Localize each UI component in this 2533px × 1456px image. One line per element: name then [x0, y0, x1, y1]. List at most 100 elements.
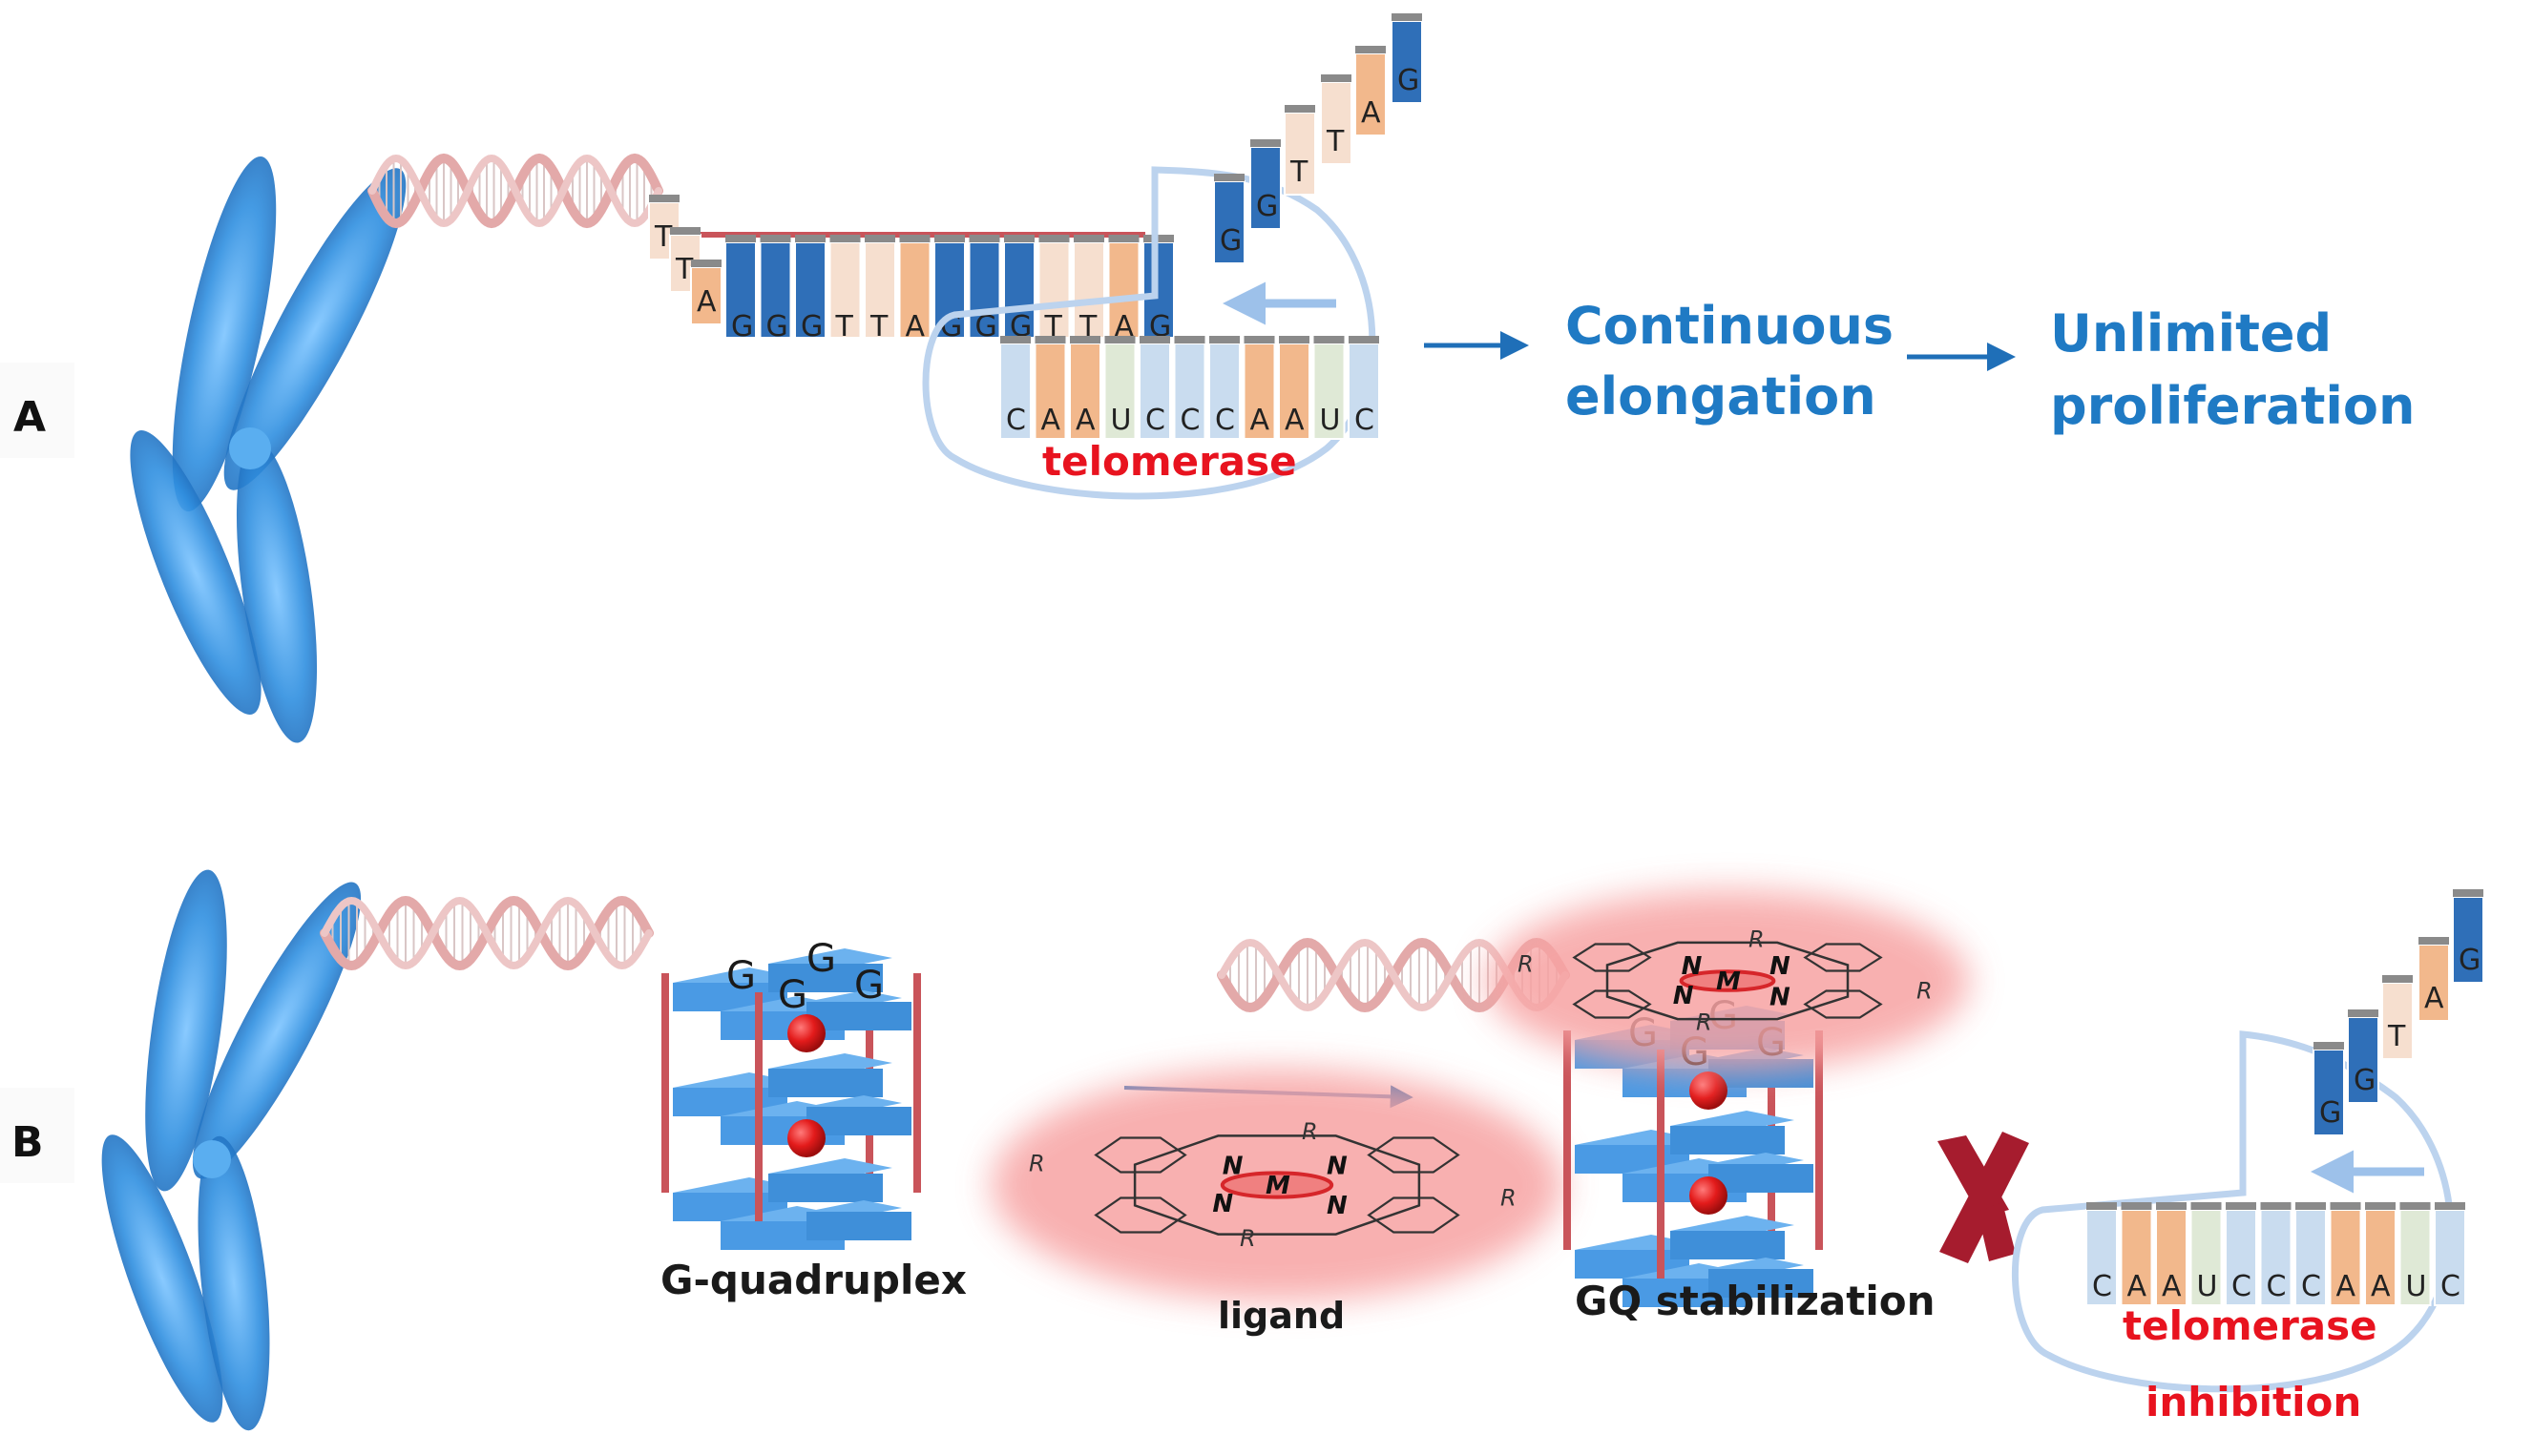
- nucleotide-letter: A: [906, 310, 926, 343]
- nucleotide-letter: T: [654, 220, 673, 254]
- template-letter: C: [1145, 404, 1165, 437]
- nucleotide-letter: T: [1078, 310, 1098, 343]
- nucleotide-letter: A: [1115, 310, 1135, 343]
- dna-helix-b: [320, 895, 654, 971]
- step1-line2: elongation: [1565, 366, 1876, 426]
- nucleotide-letter: G: [731, 310, 753, 343]
- bound-ligand-nitrogen-0: N: [1682, 952, 1703, 981]
- ligand-nitrogen-0: N: [1223, 1152, 1244, 1180]
- bound-ligand-nitrogen-2: N: [1673, 982, 1694, 1010]
- telomerase-label-b: telomerase: [2123, 1302, 2377, 1349]
- new-strand-letter: A: [2424, 982, 2444, 1015]
- nucleotide-letter: G: [975, 310, 997, 343]
- cross-mark: [1937, 1132, 2029, 1263]
- gq-label: G-quadruplex: [660, 1257, 967, 1303]
- template-letter: C: [2267, 1270, 2287, 1303]
- inhibition-label: inhibition: [2146, 1379, 2361, 1425]
- template-letter: C: [1181, 404, 1201, 437]
- panel-b-tab: [0, 1088, 74, 1183]
- gq-guanine-letter: G: [806, 937, 836, 981]
- gqs-label: GQ stabilization: [1575, 1278, 1936, 1324]
- new-strand-letter: G: [1397, 64, 1419, 97]
- template-letter: C: [1215, 404, 1235, 437]
- template-letter: A: [2162, 1270, 2182, 1303]
- ligand-label: ligand: [1218, 1295, 1345, 1337]
- template-letter: A: [1041, 404, 1061, 437]
- template-letter: C: [2301, 1270, 2321, 1303]
- nucleotide-letter: T: [835, 310, 854, 343]
- ligand-metal-center: M: [1266, 1172, 1290, 1200]
- new-strand-letter: T: [1326, 125, 1345, 158]
- template-letter: C: [2231, 1270, 2251, 1303]
- bound-ligand-nitrogen-3: N: [1769, 983, 1790, 1011]
- bound-ligand-r-group-3: R: [1696, 1009, 1712, 1035]
- nucleotide-letter: T: [869, 310, 889, 343]
- new-strand-letter: T: [2387, 1020, 2406, 1053]
- ligand-nitrogen-2: N: [1212, 1190, 1233, 1218]
- nucleotide-letter: G: [801, 310, 823, 343]
- ligand-r-group-0: R: [1029, 1151, 1045, 1177]
- step1-line1: Continuous: [1565, 296, 1894, 356]
- gq-guanine-letter: G: [726, 954, 756, 998]
- panel-a-label: A: [13, 393, 46, 442]
- bound-ligand-nitrogen-1: N: [1769, 952, 1790, 981]
- template-letter: A: [1285, 404, 1305, 437]
- gq-guanine-letter: G: [778, 973, 807, 1017]
- new-strand-letter: G: [2459, 944, 2481, 977]
- template-letter: C: [2440, 1270, 2460, 1303]
- template-letter: U: [2197, 1270, 2218, 1303]
- template-letter: U: [1111, 404, 1132, 437]
- ligand-r-group-2: R: [1500, 1185, 1517, 1212]
- template-letter: A: [1076, 404, 1096, 437]
- bound-ligand-r-group-0: R: [1518, 951, 1534, 978]
- nucleotide-letter: T: [1044, 310, 1063, 343]
- template-letter: A: [2127, 1270, 2147, 1303]
- step2-line1: Unlimited: [2050, 303, 2332, 364]
- panel-b-label: B: [11, 1118, 44, 1167]
- chromosome-a: [130, 156, 407, 743]
- nucleotide-letter: A: [697, 285, 717, 319]
- new-strand-letter: G: [1256, 190, 1278, 223]
- panel-a-tab: [0, 363, 74, 458]
- dna-helix-a: [367, 153, 663, 229]
- nucleotide-letter: G: [766, 310, 788, 343]
- template-letter: A: [2371, 1270, 2391, 1303]
- template-letter: C: [1354, 404, 1374, 437]
- template-letter: C: [1006, 404, 1026, 437]
- ligand-r-group-3: R: [1240, 1225, 1256, 1252]
- template-letter: U: [2406, 1270, 2427, 1303]
- bound-ligand-metal-center: M: [1716, 967, 1741, 996]
- bound-ligand-r-group-2: R: [1916, 978, 1933, 1005]
- new-strand-letter: G: [2354, 1064, 2376, 1097]
- nucleotide-letter: G: [1149, 310, 1171, 343]
- template-letter: A: [2336, 1270, 2356, 1303]
- nucleotide-letter: G: [1010, 310, 1032, 343]
- template-letter: U: [1320, 404, 1341, 437]
- template-letter: A: [1250, 404, 1270, 437]
- new-strand-letter: A: [1361, 96, 1381, 130]
- telomerase-label-a: telomerase: [1042, 438, 1297, 485]
- ligand-nitrogen-1: N: [1327, 1152, 1348, 1180]
- nucleotide-letter: T: [675, 253, 694, 286]
- ligand-nitrogen-3: N: [1327, 1192, 1348, 1220]
- chromosome-b: [101, 869, 362, 1431]
- new-strand-letter: T: [1289, 156, 1308, 189]
- gq-guanine-letter: G: [854, 964, 884, 1008]
- new-strand-letter: G: [2319, 1096, 2341, 1130]
- new-strand-letter: G: [1220, 224, 1242, 258]
- step2-line2: proliferation: [2050, 376, 2415, 436]
- template-letter: C: [2092, 1270, 2112, 1303]
